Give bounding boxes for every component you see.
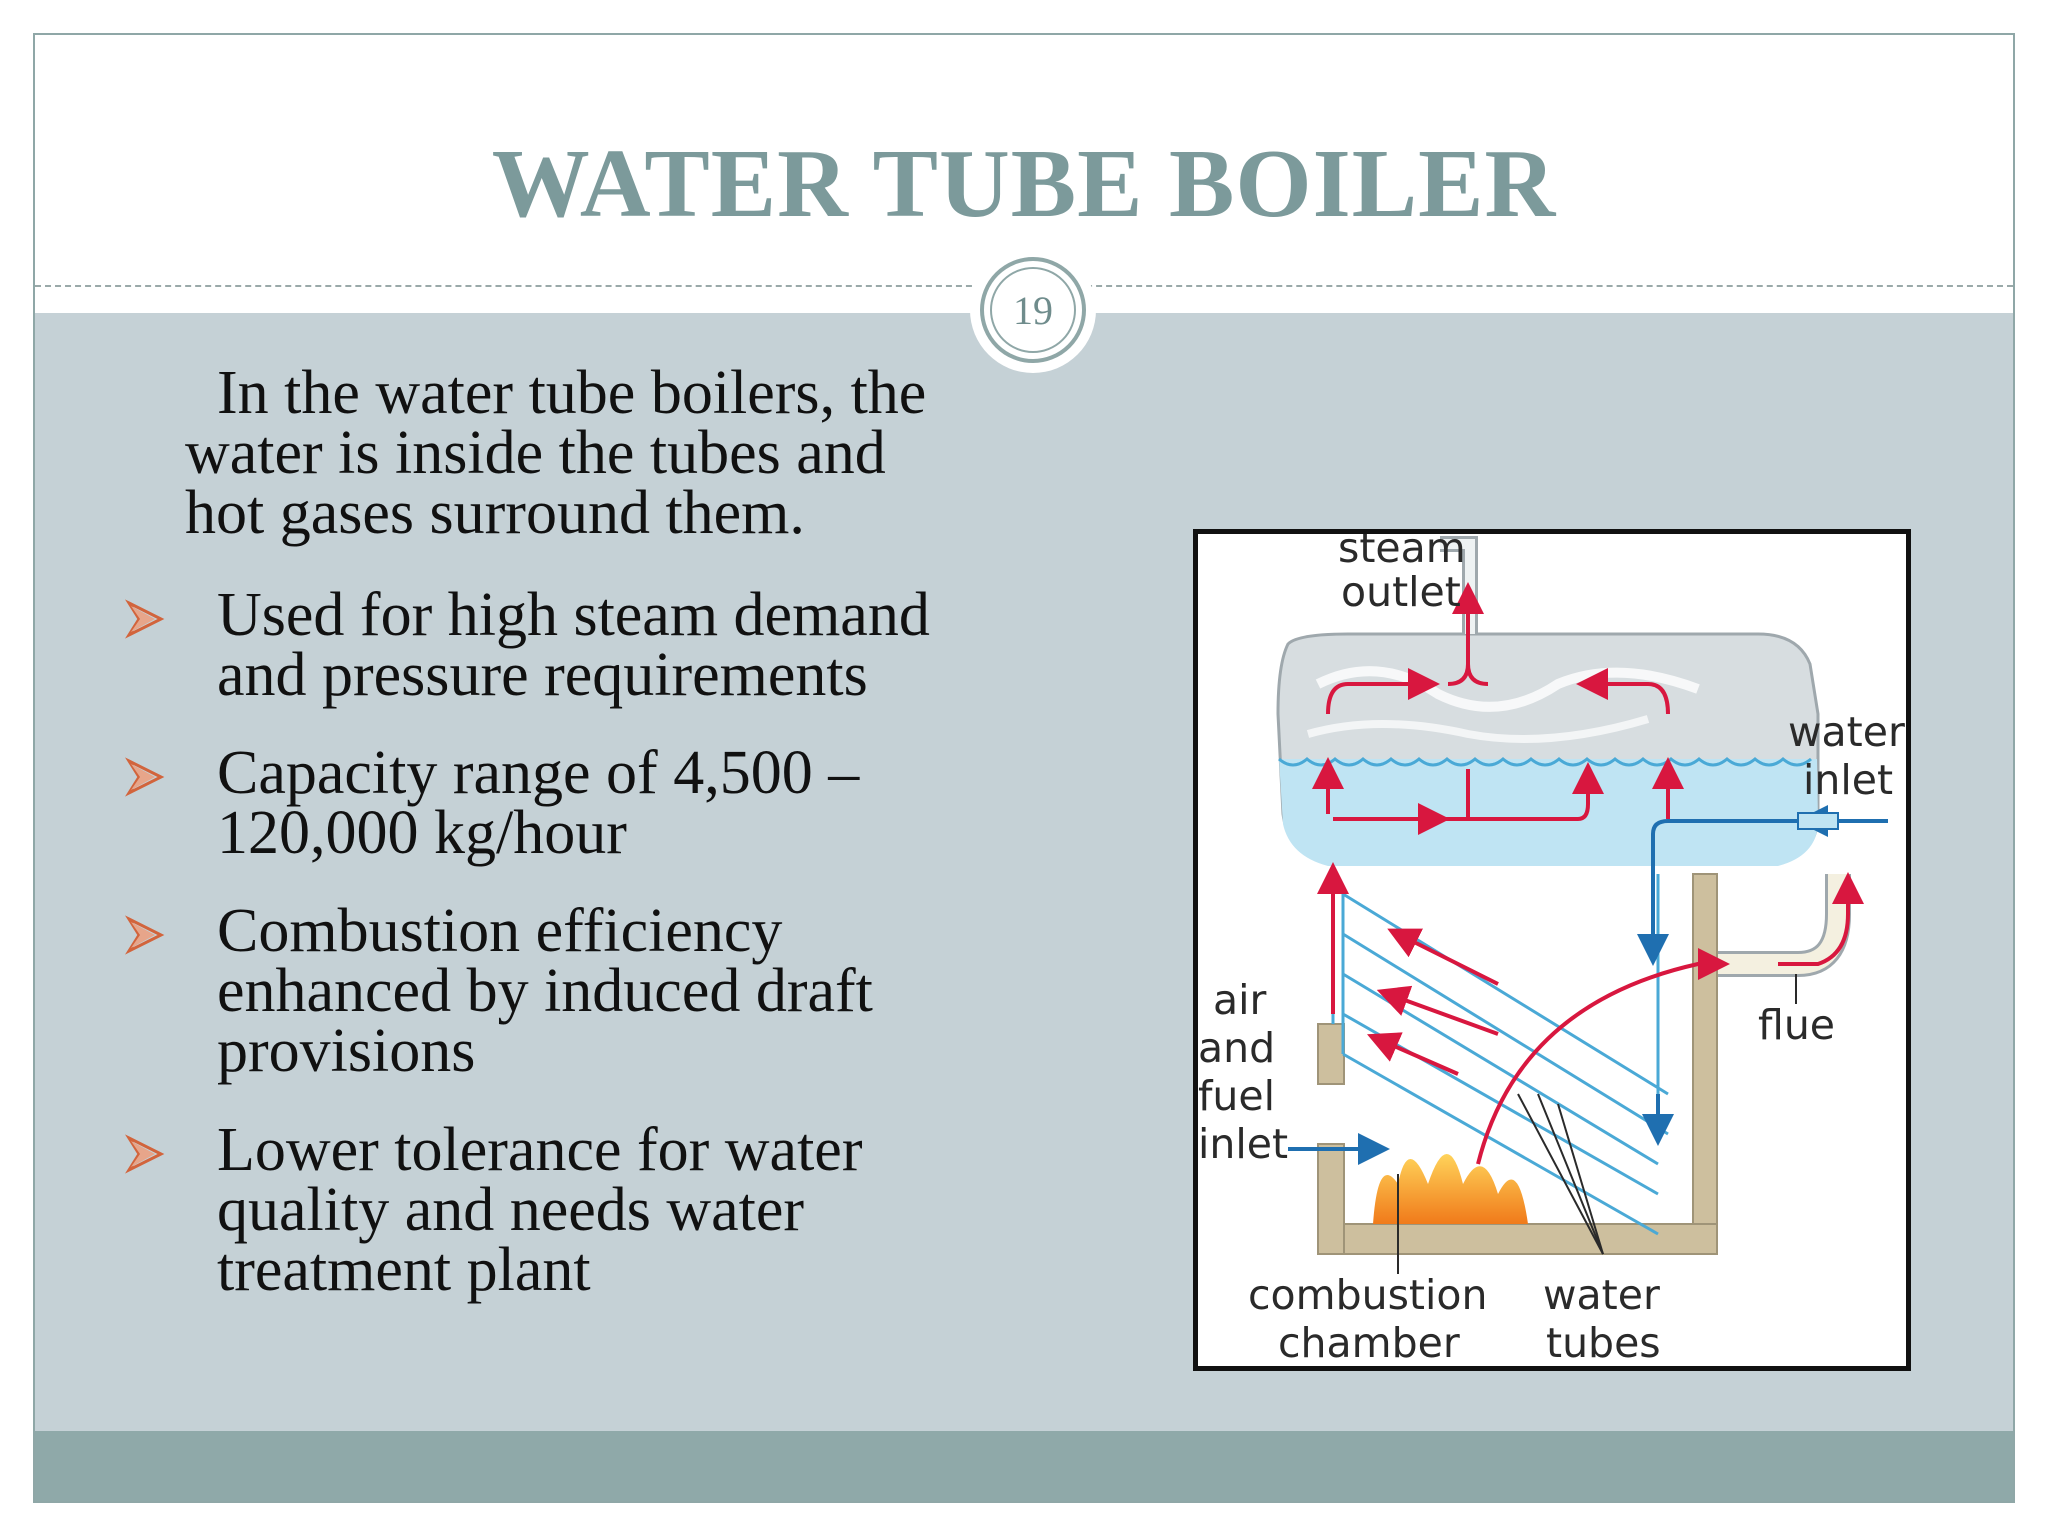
intro-paragraph: In the water tube boilers, the water is … [185,362,1045,544]
bullet-line: Used for high steam demand [217,581,930,649]
slide: WATER TUBE BOILER 19 In the water tube b… [33,33,2015,1503]
flame-icon [1373,1154,1528,1224]
arrowhead-bullet-icon [125,599,165,639]
bullet-text: Used for high steam demand and pressure … [217,584,1077,706]
body-text: In the water tube boilers, the water is … [35,35,1035,1501]
bullet-line: 120,000 kg/hour [217,799,627,867]
bullet-text: Lower tolerance for water quality and ne… [217,1119,1077,1301]
intro-line: hot gases surround them. [185,479,805,547]
water-tubes-label: water [1543,1271,1660,1319]
bullet-line: treatment plant [217,1236,591,1304]
air-fuel-inlet-label: inlet [1198,1120,1288,1168]
bullet-line: quality and needs water [217,1176,805,1244]
combustion-chamber-label: combustion [1248,1271,1487,1319]
arrowhead-bullet-icon [125,1134,165,1174]
arrowhead-bullet-icon [125,915,165,955]
cold-flow-arrows [1288,805,1888,1165]
bullet-line: provisions [217,1017,476,1085]
bullet-text: Combustion efficiency enhanced by induce… [217,900,1077,1082]
bullet-line: and pressure requirements [217,641,868,709]
bullet-line: enhanced by induced draft [217,957,873,1025]
steam-outlet-label: outlet [1341,568,1461,616]
diagram-labels: steam outlet water inlet flue air and fu… [1198,534,1905,1366]
boiler-illustration: steam outlet water inlet flue air and fu… [1198,534,1905,1366]
intro-line: In the water tube boilers, the [217,359,927,427]
slide-title: WATER TUBE BOILER [491,130,1557,238]
air-fuel-inlet-label: and [1198,1024,1275,1072]
steam-drum [1276,632,1820,866]
combustion-chamber-label: chamber [1278,1319,1460,1366]
intro-line: water is inside the tubes and [185,419,886,487]
water-tubes-label: tubes [1546,1319,1661,1366]
bullet-line: Lower tolerance for water [217,1116,863,1184]
furnace-walls [1317,873,1718,1255]
bullet-text: Capacity range of 4,500 – 120,000 kg/hou… [217,742,1077,864]
water-inlet-label: inlet [1803,756,1893,804]
footer-band [35,1431,2013,1501]
hot-flow-arrows [1312,582,1864,1165]
bullet-line: Combustion efficiency [217,897,783,965]
steam-outlet-label: steam [1338,534,1466,572]
air-fuel-inlet-label: fuel [1198,1072,1275,1120]
page-number: 19 [990,267,1076,353]
air-fuel-inlet-label: air [1213,976,1267,1024]
boiler-diagram: steam outlet water inlet flue air and fu… [1193,529,1911,1371]
flue-pipe [1718,874,1851,977]
bullet-line: Capacity range of 4,500 – [217,739,860,807]
arrowhead-bullet-icon [125,757,165,797]
water-inlet-label: water [1788,708,1905,756]
flue-label: flue [1758,1001,1835,1049]
page-number-badge: 19 [980,257,1086,363]
